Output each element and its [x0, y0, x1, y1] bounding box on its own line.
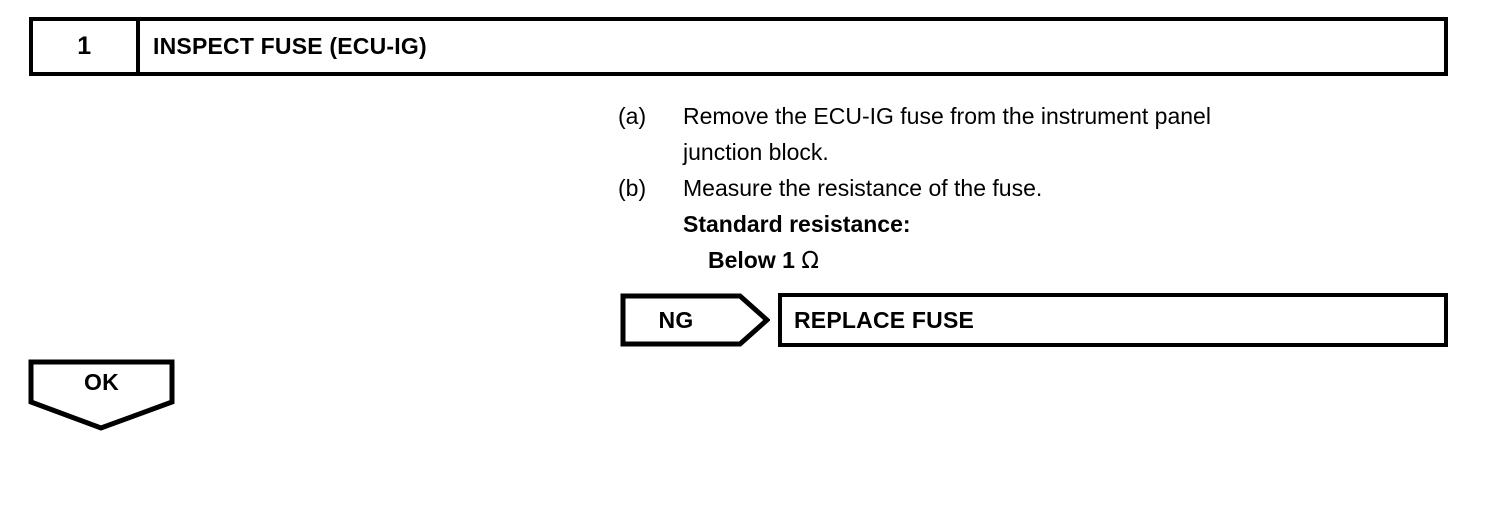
ok-branch-arrow: OK	[28, 359, 175, 431]
instruction-text-b-line1: Measure the resistance of the fuse.	[683, 175, 1043, 201]
standard-resistance-value: Below 1 Ω	[708, 242, 1418, 279]
replace-fuse-result-box: REPLACE FUSE	[778, 293, 1448, 347]
ng-branch-arrow: NG	[620, 293, 770, 347]
instruction-text-a-line1: Remove the ECU-IG fuse from the instrume…	[683, 103, 1211, 129]
step-header: 1 INSPECT FUSE (ECU-IG)	[29, 17, 1448, 76]
ok-arrow-shape	[28, 359, 175, 431]
step-number-cell: 1	[33, 21, 140, 72]
ohm-unit-symbol: Ω	[801, 248, 819, 274]
step-title: INSPECT FUSE (ECU-IG)	[153, 33, 427, 59]
step-title-cell: INSPECT FUSE (ECU-IG)	[140, 21, 1444, 72]
instruction-item-b: (b) Measure the resistance of the fuse.	[618, 170, 1418, 206]
standard-resistance-number: Below 1	[708, 247, 795, 273]
instruction-marker-a: (a)	[618, 103, 647, 129]
instruction-text-a-line2: junction block.	[683, 139, 829, 165]
instruction-marker-b: (b)	[618, 175, 647, 201]
instruction-item-a: (a) Remove the ECU-IG fuse from the inst…	[618, 98, 1418, 134]
instruction-list: (a) Remove the ECU-IG fuse from the inst…	[618, 98, 1418, 279]
standard-resistance-heading: Standard resistance:	[683, 211, 911, 237]
replace-fuse-label: REPLACE FUSE	[794, 306, 975, 333]
ng-arrow-shape	[620, 293, 770, 347]
step-number: 1	[77, 32, 92, 60]
